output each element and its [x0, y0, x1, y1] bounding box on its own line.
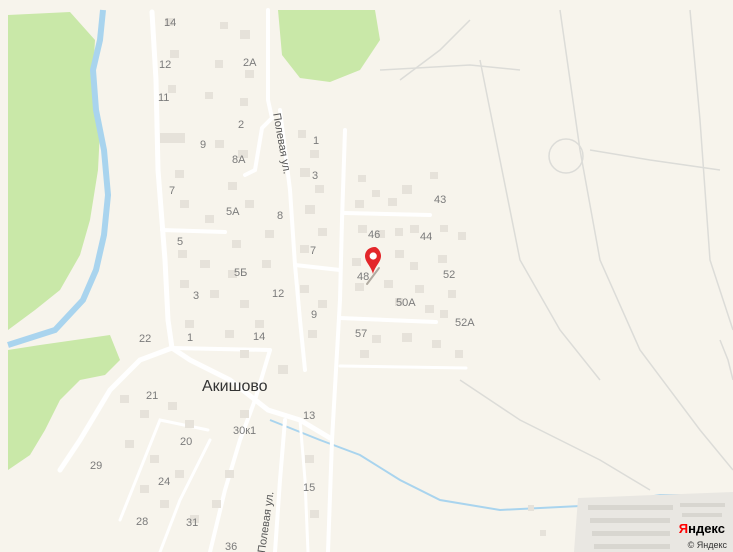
house-number-label: 50А	[396, 297, 416, 309]
house-number-label: 1	[313, 135, 320, 147]
house-number-label: 57	[355, 328, 368, 340]
location-pin-icon	[365, 247, 381, 285]
house-number-label: 9	[200, 139, 207, 151]
forest-area-north	[278, 10, 380, 82]
house-number-label: 7	[169, 185, 176, 197]
house-number-label: 46	[368, 229, 381, 241]
house-number-label: 31	[186, 517, 199, 529]
house-number-label: 2А	[243, 57, 257, 69]
house-number-label: 13	[303, 410, 316, 422]
house-number-label: 24	[158, 476, 171, 488]
house-number-label: 36	[225, 541, 238, 552]
house-number-label: 14	[253, 331, 266, 343]
house-number-label: 15	[303, 482, 316, 494]
house-number-label: 5Б	[234, 267, 248, 279]
house-number-label: 7	[310, 245, 317, 257]
settlement-label: Акишово	[202, 378, 268, 395]
location-marker[interactable]	[361, 244, 393, 288]
house-number-label: 8	[277, 210, 284, 222]
house-number-label: 14	[164, 17, 177, 29]
river	[7, 9, 112, 348]
house-number-label: 48	[357, 271, 370, 283]
buildings	[120, 18, 546, 536]
yandex-logo[interactable]: Яндекс	[678, 521, 725, 536]
forest-area-west	[8, 12, 100, 330]
house-number-label: 21	[146, 390, 159, 402]
forest-area-southwest	[8, 335, 120, 470]
field-tracks	[379, 9, 733, 491]
roads	[57, 8, 468, 552]
house-number-label: 52А	[455, 317, 475, 329]
house-number-label: 52	[443, 269, 456, 281]
house-number-label: 3	[193, 290, 200, 302]
house-number-label: 22	[139, 333, 152, 345]
house-number-label: 28	[136, 516, 149, 528]
copyright-notice[interactable]: © Яндекс	[687, 540, 727, 550]
house-number-label: 44	[420, 231, 433, 243]
house-number-label: 12	[272, 288, 285, 300]
industrial-area	[574, 492, 733, 552]
house-number-label: 29	[90, 460, 103, 472]
house-number-label: 5	[177, 236, 184, 248]
house-number-label: 43	[434, 194, 447, 206]
house-number-label: 5А	[226, 206, 240, 218]
house-number-label: 3	[312, 170, 319, 182]
house-number-label: 20	[180, 436, 193, 448]
house-number-label: 8А	[232, 154, 246, 166]
house-number-label: 12	[159, 59, 172, 71]
house-number-label: 9	[311, 309, 318, 321]
house-number-label: 2	[238, 119, 245, 131]
house-number-label: 1	[187, 332, 194, 344]
house-number-label: 11	[158, 92, 170, 104]
house-number-label: 30к1	[233, 425, 257, 437]
